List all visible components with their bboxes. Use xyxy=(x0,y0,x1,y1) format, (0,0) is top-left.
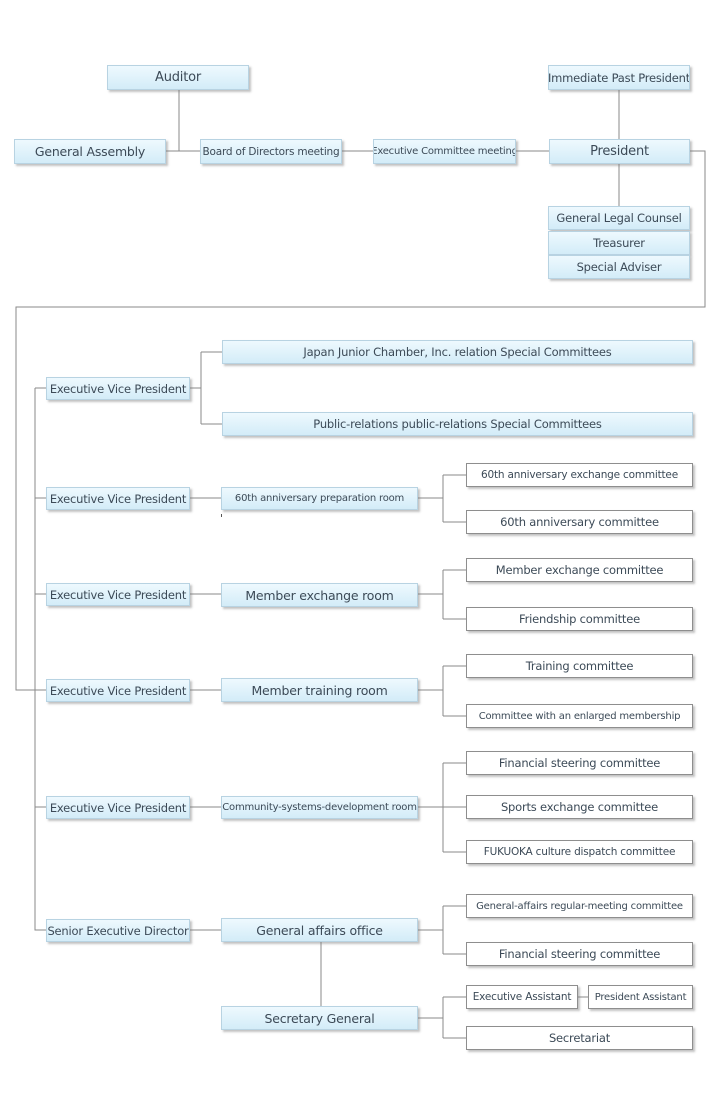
immediate-past-president-label: Immediate Past President xyxy=(548,70,690,85)
legal-counsel-box: General Legal Counsel xyxy=(548,206,690,230)
committee-box: Friendship committee xyxy=(466,607,693,631)
committee-label: 60th anniversary exchange committee xyxy=(481,469,678,481)
president-assistant-label: President Assistant xyxy=(594,991,687,1003)
room-label: 60th anniversary preparation room xyxy=(234,493,405,504)
executive-assistant-label: Executive Assistant xyxy=(472,991,572,1003)
secretariat-box: Secretariat xyxy=(466,1026,693,1050)
committee-box: 60th anniversary exchange committee xyxy=(466,463,693,487)
committee-box: Training committee xyxy=(466,654,693,678)
committee-label: Sports exchange committee xyxy=(500,800,659,814)
special-adviser-label: Special Adviser xyxy=(576,260,662,274)
committee-box: Sports exchange committee xyxy=(466,795,693,819)
special-adviser-box: Special Adviser xyxy=(548,255,690,279)
committee-label: Friendship committee xyxy=(519,612,640,626)
room-box: 60th anniversary preparation room xyxy=(221,487,418,510)
executive-vice-president-box: Executive Vice President xyxy=(46,583,190,606)
executive-committee-meeting-label: Executive Committee meeting xyxy=(373,146,516,157)
president-assistant-box: President Assistant xyxy=(588,985,693,1009)
leader-label: Senior Executive Director xyxy=(47,923,189,938)
executive-assistant-box: Executive Assistant xyxy=(466,985,578,1009)
committee-box: General-affairs regular-meeting committe… xyxy=(466,894,693,918)
senior-executive-director-box: Senior Executive Director xyxy=(46,919,190,942)
room-label: Community-systems-development room xyxy=(222,802,417,813)
connector xyxy=(34,388,46,931)
president-label: President xyxy=(590,144,649,159)
secretary-general-box: Secretary General xyxy=(221,1006,418,1030)
committee-box: Member exchange committee xyxy=(466,558,693,582)
special-committee-box: Public-relations public-relations Specia… xyxy=(222,412,693,436)
president-box: President xyxy=(549,139,690,164)
connector xyxy=(15,150,706,691)
room-label: Member training room xyxy=(251,682,388,698)
room-box: Community-systems-development room xyxy=(221,796,418,819)
executive-vice-president-box: Executive Vice President xyxy=(46,679,190,702)
executive-committee-meeting-box: Executive Committee meeting xyxy=(373,139,516,164)
immediate-past-president-box: Immediate Past President xyxy=(548,65,690,90)
leader-label: Executive Vice President xyxy=(49,587,187,602)
leader-label: Executive Vice President xyxy=(49,491,187,506)
leader-label: Executive Vice President xyxy=(49,800,187,815)
treasurer-box: Treasurer xyxy=(548,231,690,255)
executive-vice-president-box: Executive Vice President xyxy=(46,487,190,510)
room-box: General affairs office xyxy=(221,918,418,942)
tick-mark xyxy=(221,514,222,517)
secretariat-label: Secretariat xyxy=(548,1031,611,1045)
committee-label: Financial steering committee xyxy=(498,947,661,961)
committee-box: Financial steering committee xyxy=(466,751,693,775)
general-assembly-box: General Assembly xyxy=(14,139,166,164)
special-committee-box: Japan Junior Chamber, Inc. relation Spec… xyxy=(222,340,693,364)
leader-label: Executive Vice President xyxy=(49,683,187,698)
committee-label: Public-relations public-relations Specia… xyxy=(313,417,602,431)
room-box: Member training room xyxy=(221,678,418,702)
room-label: Member exchange room xyxy=(245,587,394,603)
room-box: Member exchange room xyxy=(221,583,418,607)
committee-box: FUKUOKA culture dispatch committee xyxy=(466,840,693,864)
committee-label: Training committee xyxy=(525,659,634,673)
secretary-general-label: Secretary General xyxy=(264,1010,375,1026)
legal-counsel-label: General Legal Counsel xyxy=(556,211,682,225)
committee-label: 60th anniversary committee xyxy=(500,515,659,529)
executive-vice-president-box: Executive Vice President xyxy=(46,377,190,400)
board-of-directors-box: Board of Directors meeting xyxy=(200,139,342,164)
leader-label: Executive Vice President xyxy=(49,381,187,396)
committee-label: Member exchange committee xyxy=(495,563,664,577)
auditor-label: Auditor xyxy=(155,70,201,85)
committee-box: Financial steering committee xyxy=(466,942,693,966)
committee-label: Committee with an enlarged membership xyxy=(478,710,681,722)
treasurer-label: Treasurer xyxy=(593,236,645,250)
auditor-box: Auditor xyxy=(107,65,249,90)
committee-box: Committee with an enlarged membership xyxy=(466,704,693,728)
executive-vice-president-box: Executive Vice President xyxy=(46,796,190,819)
committee-label: General-affairs regular-meeting committe… xyxy=(476,900,683,912)
board-of-directors-label: Board of Directors meeting xyxy=(202,145,340,158)
committee-label: FUKUOKA culture dispatch committee xyxy=(483,846,676,858)
room-label: General affairs office xyxy=(256,922,383,938)
committee-box: 60th anniversary committee xyxy=(466,510,693,534)
general-assembly-label: General Assembly xyxy=(34,144,146,159)
committee-label: Financial steering committee xyxy=(498,756,661,770)
committee-label: Japan Junior Chamber, Inc. relation Spec… xyxy=(303,345,612,359)
